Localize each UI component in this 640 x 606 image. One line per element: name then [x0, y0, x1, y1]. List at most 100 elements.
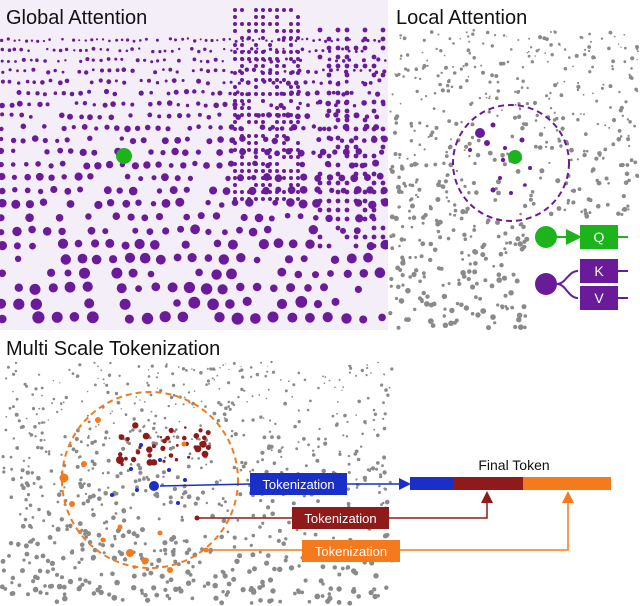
point	[115, 474, 120, 479]
point	[317, 54, 323, 60]
point	[341, 59, 346, 63]
point	[175, 197, 185, 207]
point	[51, 567, 55, 571]
point	[296, 29, 300, 33]
point	[520, 126, 525, 131]
point	[372, 408, 376, 412]
point	[254, 120, 258, 124]
point	[455, 301, 460, 306]
point	[317, 207, 323, 213]
point	[305, 312, 315, 323]
point	[529, 46, 533, 49]
point	[64, 137, 70, 143]
point	[306, 408, 310, 412]
point	[296, 190, 300, 194]
point	[384, 388, 388, 392]
point	[247, 197, 251, 201]
point	[40, 553, 46, 559]
point	[382, 401, 385, 404]
point	[251, 39, 255, 42]
point	[230, 49, 233, 52]
point	[293, 591, 297, 596]
point	[322, 126, 327, 131]
point	[47, 419, 50, 421]
point	[453, 208, 458, 213]
point	[50, 185, 58, 194]
point	[64, 78, 70, 84]
point	[232, 535, 237, 540]
point	[261, 521, 265, 525]
point	[607, 182, 610, 185]
medium-scale-point	[165, 435, 171, 441]
point	[487, 110, 491, 114]
point	[425, 95, 428, 98]
point	[344, 63, 350, 69]
point	[186, 113, 191, 118]
point	[380, 99, 386, 105]
point	[260, 583, 266, 588]
point	[355, 486, 359, 489]
coarse-scale-point	[141, 557, 149, 565]
point	[29, 283, 41, 295]
point	[388, 386, 391, 389]
point	[275, 22, 279, 26]
point	[240, 36, 244, 40]
medium-scale-point	[159, 436, 163, 439]
point	[205, 501, 208, 505]
point	[167, 596, 172, 601]
point	[161, 137, 169, 145]
point	[529, 193, 533, 198]
point	[593, 56, 597, 60]
point	[233, 99, 237, 103]
point	[446, 236, 451, 241]
point	[200, 400, 203, 403]
point	[408, 275, 413, 279]
point	[591, 65, 594, 69]
point	[308, 225, 318, 235]
point	[198, 438, 201, 441]
point	[13, 39, 16, 42]
point	[183, 213, 190, 221]
fine-center-point	[149, 481, 159, 491]
point	[229, 80, 233, 84]
point	[331, 90, 336, 95]
point	[178, 47, 181, 51]
point	[459, 302, 464, 308]
point	[350, 588, 357, 594]
medium-scale-point	[162, 438, 167, 444]
point	[480, 64, 483, 67]
point	[330, 255, 340, 264]
point	[168, 67, 173, 72]
point	[367, 91, 372, 95]
point	[91, 239, 100, 248]
point	[344, 99, 350, 105]
point	[409, 121, 414, 126]
point	[224, 418, 229, 423]
value-box	[580, 286, 618, 310]
point	[78, 363, 82, 367]
point	[247, 99, 251, 103]
point	[142, 476, 145, 479]
point	[414, 67, 419, 71]
point	[155, 81, 160, 85]
coarse-scale-point	[69, 501, 75, 507]
point	[56, 410, 59, 414]
point	[348, 138, 355, 144]
point	[14, 283, 23, 292]
point	[139, 78, 143, 83]
point	[107, 486, 110, 489]
point	[156, 188, 163, 194]
point	[0, 59, 4, 63]
point	[239, 468, 243, 472]
point	[296, 106, 300, 110]
point	[46, 47, 49, 51]
point	[240, 134, 244, 138]
point	[583, 132, 588, 137]
point	[563, 80, 566, 83]
point	[340, 227, 346, 234]
point	[510, 305, 515, 310]
point	[49, 469, 54, 473]
point	[127, 213, 135, 221]
point	[45, 591, 49, 596]
point	[366, 468, 370, 472]
